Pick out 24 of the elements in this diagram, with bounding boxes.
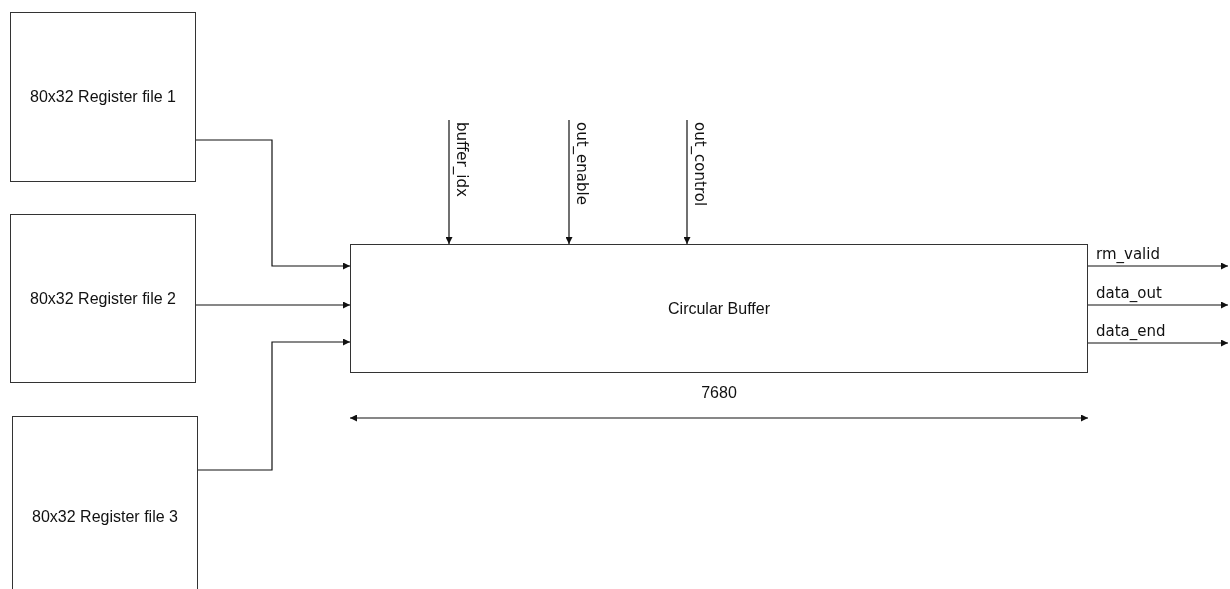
block-label: 80x32 Register file 1 <box>30 87 176 108</box>
block-box <box>10 214 196 383</box>
connector-arrow <box>195 301 351 309</box>
dimension-label: 7680 <box>701 384 737 402</box>
connector-arrow <box>195 139 351 270</box>
signal-arrow <box>565 119 573 245</box>
signal-label: data_end <box>1096 322 1166 340</box>
signal-label: buffer_idx <box>453 122 471 197</box>
signal-label: rm_valid <box>1096 245 1160 263</box>
block-box <box>10 12 196 182</box>
block-label: 80x32 Register file 2 <box>30 288 176 309</box>
signal-arrow <box>1087 301 1229 309</box>
signal-label: out_enable <box>573 122 591 205</box>
connector-arrow <box>197 338 351 471</box>
block-label: 80x32 Register file 3 <box>32 506 178 527</box>
signal-arrow <box>445 119 453 245</box>
signal-label: out_control <box>691 122 709 207</box>
block-box <box>12 416 198 589</box>
signal-arrow <box>1087 262 1229 270</box>
block-box <box>350 244 1088 373</box>
block-label: Circular Buffer <box>668 298 770 319</box>
signal-arrow <box>1087 339 1229 347</box>
signal-arrow <box>683 119 691 245</box>
signal-label: data_out <box>1096 284 1162 302</box>
